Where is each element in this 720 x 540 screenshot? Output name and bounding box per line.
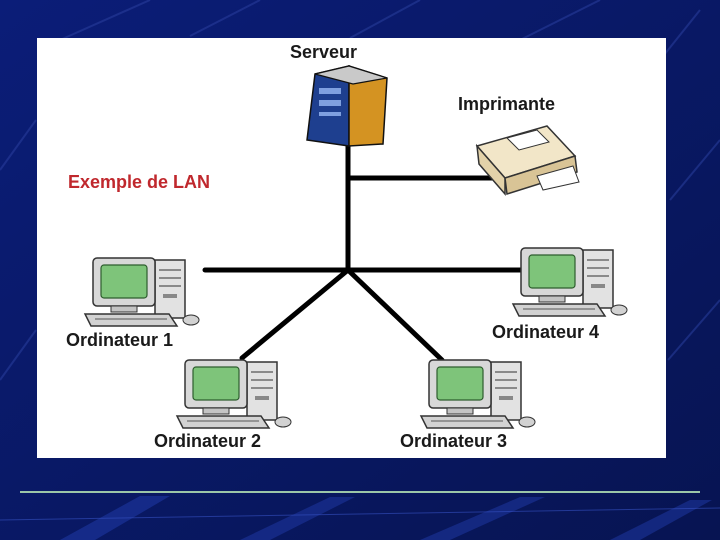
network-cables bbox=[202, 143, 525, 363]
link-computer3 bbox=[345, 267, 445, 363]
computer1-node: Ordinateur 1 bbox=[66, 257, 200, 350]
desktop-computer-icon bbox=[420, 359, 536, 429]
desktop-computer-icon bbox=[512, 247, 628, 317]
desktop-computer-icon bbox=[176, 359, 292, 429]
computer4-node: Ordinateur 4 bbox=[492, 247, 628, 342]
computer2-label: Ordinateur 2 bbox=[154, 431, 261, 451]
printer-icon bbox=[475, 125, 580, 197]
computer1-label: Ordinateur 1 bbox=[66, 330, 173, 350]
link-computer2 bbox=[239, 267, 351, 361]
computer3-node: Ordinateur 3 bbox=[400, 359, 536, 451]
diagram-title: Exemple de LAN bbox=[68, 172, 210, 192]
computer2-node: Ordinateur 2 bbox=[154, 359, 292, 451]
printer-node: Imprimante bbox=[458, 94, 580, 197]
desktop-computer-icon bbox=[84, 257, 200, 327]
server-tower-icon bbox=[306, 64, 388, 147]
server-label: Serveur bbox=[290, 42, 357, 62]
printer-label: Imprimante bbox=[458, 94, 555, 114]
computer4-label: Ordinateur 4 bbox=[492, 322, 599, 342]
bottom-decor-lines bbox=[0, 491, 720, 540]
server-node: Serveur bbox=[290, 42, 388, 147]
diagram-panel: Exemple de LAN Serveur Imprimante bbox=[37, 38, 666, 458]
computer3-label: Ordinateur 3 bbox=[400, 431, 507, 451]
lan-diagram: Exemple de LAN Serveur Imprimante bbox=[66, 42, 628, 451]
